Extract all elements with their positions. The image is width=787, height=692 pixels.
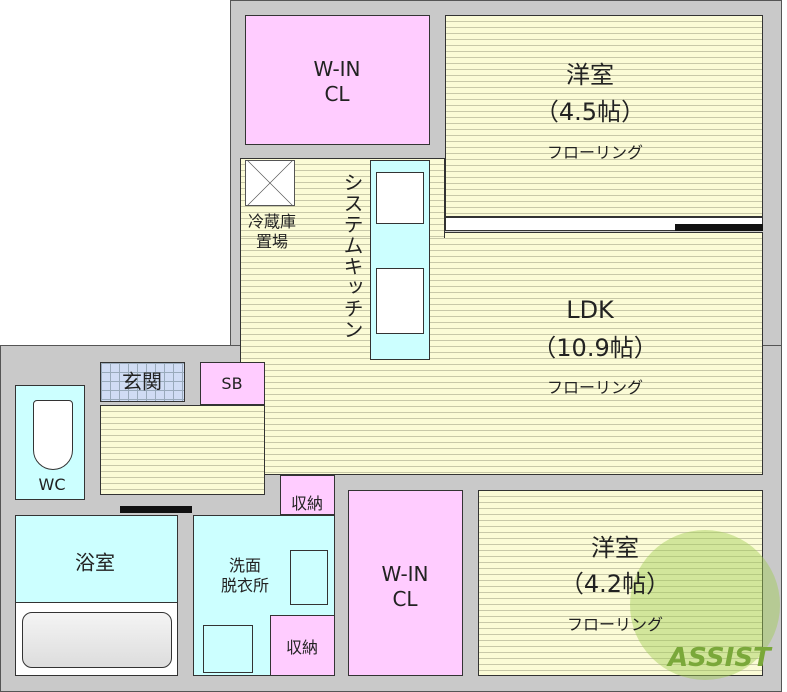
fridge-label: 冷蔵庫 置場: [247, 212, 297, 251]
washing-machine-icon: [203, 625, 253, 673]
western-room-1: [445, 15, 763, 217]
assist-logo: [630, 530, 780, 680]
western-room-1-name: 洋室: [566, 61, 614, 89]
sink-icon: [376, 268, 424, 334]
storage-1: [280, 475, 335, 515]
walk-in-closet-top-label: W-IN CL: [313, 57, 361, 106]
dark-wall-segment: [120, 506, 192, 513]
walk-in-closet-bottom: [348, 490, 463, 676]
western-room-1-size: （4.5帖）: [534, 98, 646, 126]
ldk-floor: フローリング: [546, 378, 644, 397]
bathroom-label: 浴室: [75, 550, 115, 575]
storage-2-label: 収納: [285, 638, 319, 657]
entrance-label: 玄関: [122, 369, 162, 394]
bathtub-basin: [22, 612, 172, 668]
storage-1-label: 収納: [290, 494, 324, 513]
shoe-box: [200, 362, 265, 405]
walk-in-closet-top: [245, 15, 430, 145]
western-room-2-name: 洋室: [591, 534, 639, 562]
western-room-2-size: （4.2帖）: [559, 570, 671, 598]
shoe-box-label: SB: [221, 374, 243, 393]
walk-in-closet-bottom-label: W-IN CL: [381, 562, 429, 611]
wc-label: WC: [38, 475, 66, 494]
fridge-space: [245, 160, 295, 206]
washroom-label: 洗面 脱衣所: [220, 556, 270, 595]
assist-logo-text: ASSIST: [668, 643, 771, 673]
toilet-icon: [33, 400, 73, 470]
stove-icon: [376, 172, 424, 224]
entrance: [100, 362, 185, 402]
storage-2: [270, 615, 335, 676]
ldk-size: （10.9帖）: [532, 334, 658, 362]
closet-door-dark: [675, 224, 763, 231]
ldk-name: LDK: [566, 296, 614, 324]
western-room-1-floor: フローリング: [546, 143, 644, 162]
ldk-area: [240, 232, 763, 475]
western-room-2: [478, 490, 763, 676]
washbasin-icon: [290, 550, 328, 605]
kitchen-label: システムキッチン: [340, 172, 364, 340]
western-room-2-floor: フローリング: [566, 615, 664, 634]
hallway: [100, 405, 265, 495]
